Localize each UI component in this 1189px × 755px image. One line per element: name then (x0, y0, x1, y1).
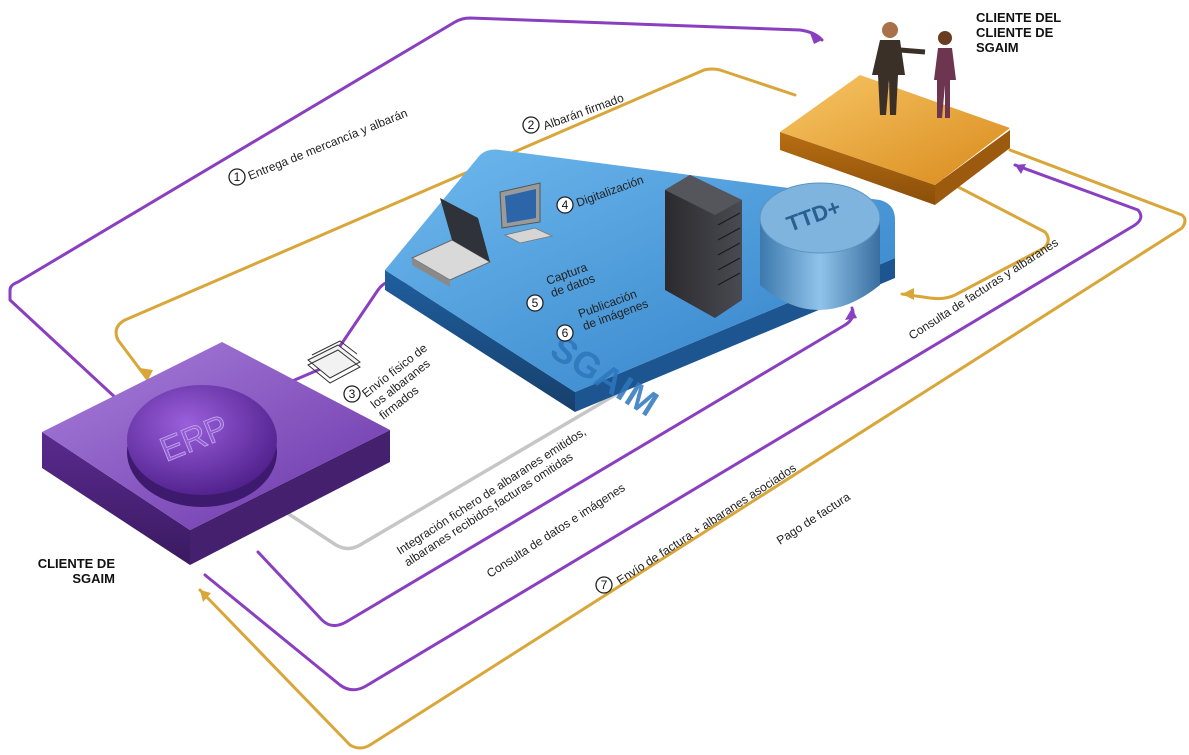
documents-icon (307, 340, 361, 384)
client-top (780, 75, 1010, 185)
svg-text:2: 2 (528, 118, 535, 132)
label-consulta-facturas: Consulta de facturas y albaranes (906, 235, 1061, 342)
label-pago: Pago de factura (774, 489, 853, 547)
step-badge-4: 4 (556, 196, 574, 214)
ttd-database: TTD+ (759, 182, 881, 310)
step-badge-1: 1 (228, 168, 246, 186)
label-envio-fisico: Envío físico de los albaranes firmados (359, 339, 450, 423)
arrow-to-client-7 (1015, 164, 1026, 174)
flow-albaran-firmado (114, 67, 797, 382)
step-badge-2: 2 (522, 116, 540, 134)
server-icon (665, 175, 742, 318)
label-envio-factura: Envío de factura + albaranes asociados (614, 461, 799, 588)
erp-platform: ERP (42, 342, 390, 565)
label-integracion-line-1: Integración fichero de albaranes emitido… (394, 424, 588, 557)
svg-text:5: 5 (532, 296, 539, 310)
label-integracion: Integración fichero de albaranes emitido… (394, 423, 599, 570)
flow-entrega (8, 16, 824, 402)
people-icon (872, 22, 956, 118)
arrow-to-client (810, 33, 822, 44)
svg-text:7: 7 (601, 578, 608, 592)
label-albaran-firmado: Albarán firmado (541, 91, 626, 133)
arrow-to-erp-gold (140, 368, 153, 380)
arrow-to-ttd-gold (902, 288, 914, 300)
svg-text:3: 3 (349, 387, 356, 401)
flow-pago (198, 148, 1187, 750)
svg-text:4: 4 (562, 198, 569, 212)
step-badge-6: 6 (556, 324, 574, 342)
title-cliente-sgaim: CLIENTE DE SGAIM (37, 556, 115, 586)
arrow-to-ttd (845, 308, 857, 320)
step-badge-5: 5 (526, 294, 544, 312)
label-entrega: Entrega de mercancía y albarán (246, 106, 410, 183)
arrow-to-erp-pago (200, 590, 211, 602)
svg-text:1: 1 (234, 170, 241, 184)
scanner-icon (410, 198, 492, 287)
client-platform (780, 75, 1010, 205)
flow-consulta-facturas (900, 173, 1050, 301)
step-badge-3: 3 (343, 385, 361, 403)
step-badge-7: 7 (595, 576, 613, 594)
title-cliente-del-cliente: CLIENTE DEL CLIENTE DE SGAIM (976, 10, 1062, 55)
svg-text:6: 6 (562, 326, 569, 340)
flow-envio-factura (203, 163, 1143, 692)
computer-icon (499, 182, 554, 244)
